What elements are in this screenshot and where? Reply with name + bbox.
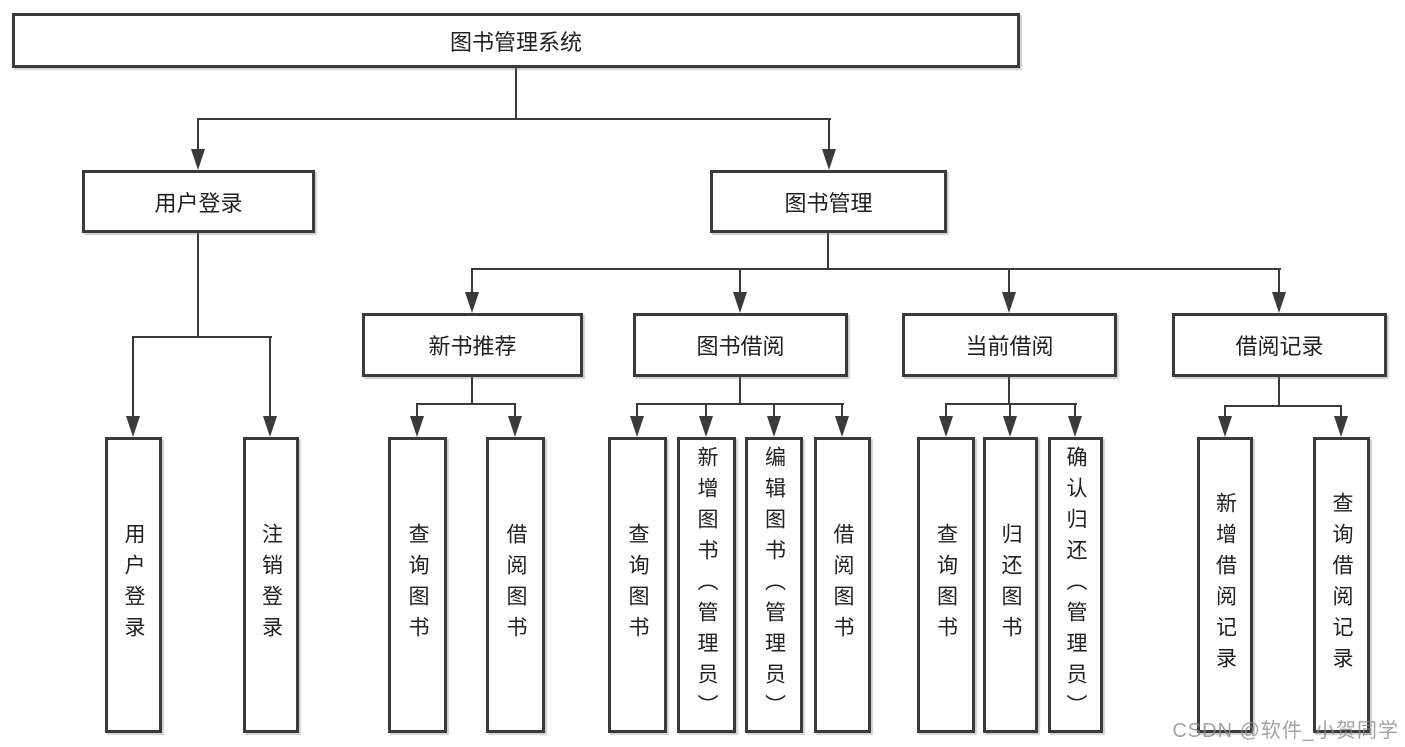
connector-line: [945, 403, 1077, 405]
leaf-label: 借阅图书: [504, 523, 527, 647]
connector-line: [197, 118, 831, 120]
arrow-down-icon: [767, 403, 781, 437]
connector-line: [132, 336, 272, 338]
leaf-label: 新增图书（管理员）: [695, 445, 718, 725]
leaf-add-books-admin: 新增图书（管理员）: [677, 437, 736, 733]
leaf-borrow-books: 借阅图书: [814, 437, 871, 733]
node-borrowing-records: 借阅记录: [1172, 313, 1387, 377]
arrow-down-icon: [191, 118, 205, 170]
node-user-login-branch: 用户登录: [82, 170, 315, 233]
leaf-label: 用户登录: [122, 523, 145, 647]
node-library-system: 图书管理系统: [12, 13, 1020, 68]
arrow-down-icon: [939, 403, 953, 437]
connector-line: [515, 68, 517, 120]
leaf-confirm-return-admin: 确认归还（管理员）: [1048, 437, 1103, 733]
arrow-down-icon: [699, 403, 713, 437]
csdn-watermark: CSDN @软件_小贺同学: [1172, 720, 1399, 742]
node-book-management: 图书管理: [710, 170, 947, 233]
leaf-query-books-borrowing: 查询图书: [608, 437, 667, 733]
leaf-label: 查询图书: [626, 523, 649, 647]
arrow-down-icon: [630, 403, 644, 437]
arrow-down-icon: [733, 268, 747, 313]
node-book-borrowing: 图书借阅: [633, 313, 848, 377]
node-new-book-recommendation: 新书推荐: [362, 313, 583, 377]
connector-line: [739, 377, 741, 405]
arrow-down-icon: [508, 403, 522, 437]
leaf-label: 编辑图书（管理员）: [762, 445, 786, 725]
node-current-borrowing: 当前借阅: [902, 313, 1117, 377]
arrow-down-icon: [1003, 403, 1017, 437]
leaf-label: 归还图书: [999, 523, 1022, 647]
connector-line: [1224, 405, 1342, 407]
connector-line: [471, 377, 473, 405]
arrow-down-icon: [465, 268, 479, 313]
arrow-down-icon: [1218, 405, 1232, 437]
leaf-label: 查询图书: [934, 523, 958, 647]
arrow-down-icon: [835, 403, 849, 437]
arrow-down-icon: [410, 403, 424, 437]
connector-line: [197, 233, 199, 338]
leaf-user-login: 用户登录: [105, 437, 162, 733]
leaf-label: 查询图书: [406, 523, 429, 647]
leaf-label: 确认归还（管理员）: [1064, 445, 1087, 725]
arrow-down-icon: [1002, 268, 1016, 313]
connector-line: [416, 403, 516, 405]
arrow-down-icon: [822, 118, 836, 170]
leaf-add-borrow-record: 新增借阅记录: [1197, 437, 1253, 733]
arrow-down-icon: [126, 336, 140, 437]
connector-line: [636, 403, 844, 405]
leaf-return-books: 归还图书: [983, 437, 1038, 733]
leaf-borrow-books-recommend: 借阅图书: [486, 437, 545, 733]
leaf-edit-books-admin: 编辑图书（管理员）: [745, 437, 803, 733]
leaf-logout: 注销登录: [243, 437, 299, 733]
arrow-down-icon: [1272, 268, 1286, 313]
leaf-label: 新增借阅记录: [1213, 492, 1237, 678]
connector-line: [1278, 377, 1280, 407]
connector-line: [471, 268, 1281, 270]
arrow-down-icon: [1068, 403, 1082, 437]
leaf-query-books-current: 查询图书: [917, 437, 975, 733]
arrow-down-icon: [1334, 405, 1348, 437]
leaf-query-books-recommend: 查询图书: [388, 437, 447, 733]
connector-line: [1008, 377, 1010, 405]
arrow-down-icon: [263, 336, 277, 437]
leaf-label: 注销登录: [259, 523, 283, 647]
connector-line: [827, 233, 829, 270]
leaf-query-borrow-record: 查询借阅记录: [1313, 437, 1370, 733]
leaf-label: 借阅图书: [831, 523, 854, 647]
leaf-label: 查询借阅记录: [1330, 492, 1353, 678]
